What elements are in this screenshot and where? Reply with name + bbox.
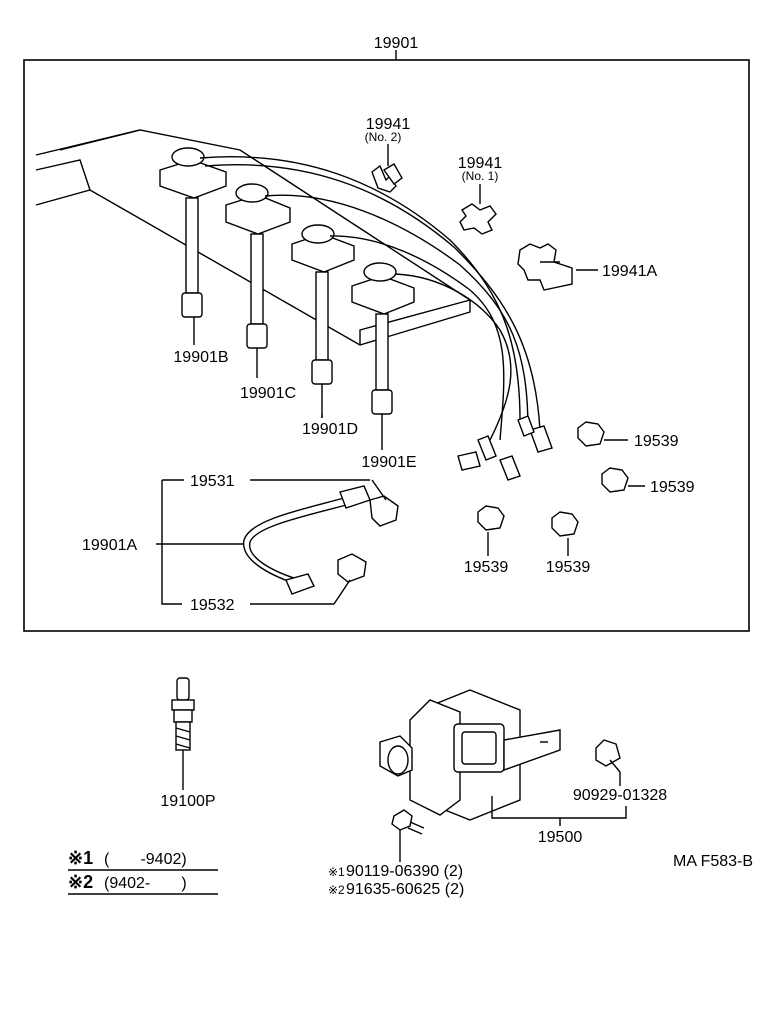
legend: ※1 ( -9402) ※2 (9402- ) (68, 848, 218, 895)
holder-3-number: 19539 (464, 559, 509, 576)
legend-row1-range: ( -9402) (104, 851, 187, 868)
holder-1 (577, 421, 628, 447)
cord-b-number: 19901B (173, 349, 228, 366)
plug-cord-b (181, 197, 203, 345)
holder-1-number: 19539 (634, 433, 679, 450)
cord-d-number: 19901D (302, 421, 358, 438)
boot-1-number: 19531 (190, 473, 235, 490)
clamp-no2-number: 19941 (366, 116, 411, 133)
bolt-2-mark: ※2 (328, 883, 345, 897)
clamp-no2-sub: (No. 2) (365, 130, 402, 144)
cord-e-number: 19901E (361, 454, 416, 471)
engine-head (35, 129, 471, 346)
holder-2-number: 19539 (650, 479, 695, 496)
clamp-no1 (459, 203, 497, 235)
legend-row2-range: (9402- ) (104, 875, 187, 892)
spark-plug-number: 19100P (160, 793, 215, 810)
wire-harness (199, 156, 541, 441)
bolt-1-mark: ※1 (328, 865, 345, 879)
assembly-frame (23, 59, 750, 632)
holder-3 (477, 505, 505, 556)
spark-plug (171, 677, 195, 790)
ignition-coil (379, 689, 561, 821)
assembly-number: 19901 (374, 35, 419, 52)
holder-4-number: 19539 (546, 559, 591, 576)
plug-cord-a (243, 485, 399, 595)
plug-cord-c (246, 233, 268, 378)
coil-clamp-number: 90929-01328 (573, 787, 667, 804)
cord-c-number: 19901C (240, 385, 296, 402)
holder-2 (601, 467, 645, 493)
bolt (391, 809, 425, 835)
plug-cord-caps (159, 147, 415, 315)
legend-row1-mark: ※1 (68, 848, 93, 868)
coil-clamp (595, 739, 621, 773)
clamp-a-number: 19941A (602, 263, 657, 280)
plug-cord-e (371, 313, 393, 450)
cord-a-number: 19901A (82, 537, 137, 554)
plug-cord-d (311, 271, 333, 418)
harness-boots (457, 415, 553, 481)
bolt-1-number: 90119-06390 (2) (346, 863, 463, 880)
clamp-no2 (371, 163, 403, 193)
clamp-no1-number: 19941 (458, 155, 503, 172)
figure-code: MA F583-B (673, 853, 753, 870)
bolt-2-number: 91635-60625 (2) (346, 881, 464, 898)
holder-4 (551, 511, 579, 556)
boot-2-number: 19532 (190, 597, 235, 614)
clamp-a (517, 243, 573, 291)
coil-number: 19500 (538, 829, 583, 846)
legend-row2-mark: ※2 (68, 872, 93, 892)
clamp-no1-sub: (No. 1) (462, 169, 499, 183)
